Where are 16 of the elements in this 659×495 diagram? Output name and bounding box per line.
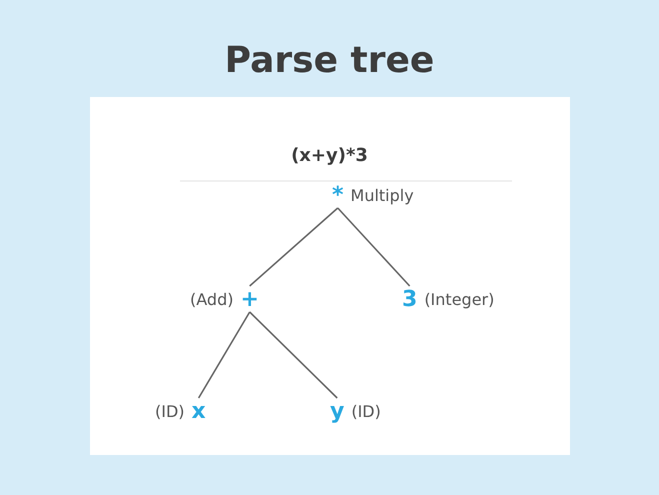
tree-branch-line: [249, 207, 338, 287]
node-type-label: (ID): [155, 402, 185, 420]
diagram-title: Parse tree: [224, 40, 436, 81]
node-type-label: Multiply: [350, 186, 414, 204]
operator-symbol: 3: [402, 286, 418, 312]
tree-branch-line: [249, 311, 338, 399]
node-type-label: (Add): [190, 290, 234, 308]
operator-symbol: *: [332, 182, 344, 208]
operator-symbol: x: [192, 398, 206, 424]
tree-branch-line: [337, 207, 410, 287]
operator-symbol: +: [240, 286, 259, 312]
expression-heading: (x+y)*3: [290, 145, 369, 166]
tree-branch-line: [198, 312, 250, 398]
node-type-label: (Integer): [424, 290, 494, 308]
operator-symbol: y: [330, 398, 344, 424]
node-type-label: (ID): [351, 402, 381, 420]
